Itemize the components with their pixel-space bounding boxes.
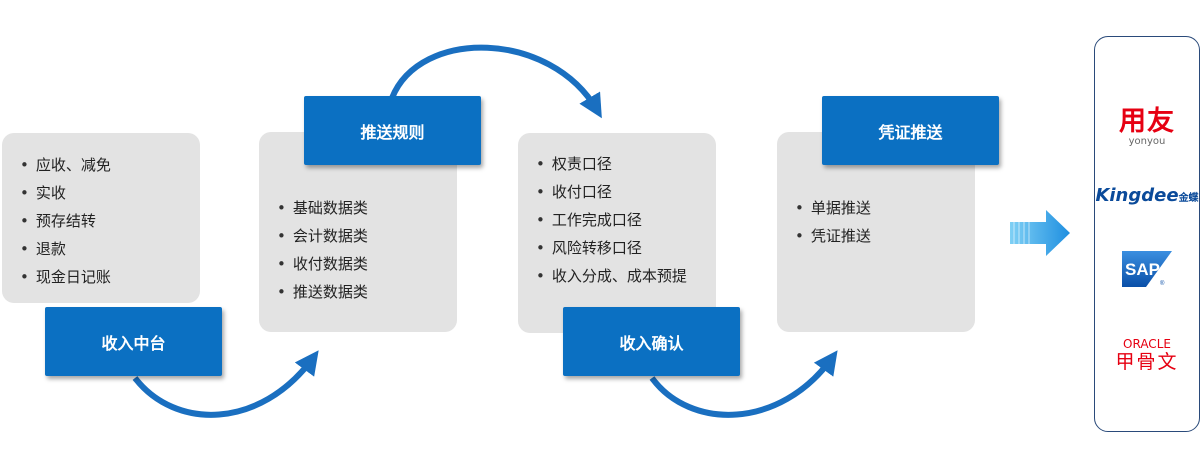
sap-logo: SAP ® — [1095, 251, 1199, 291]
list-item: 工作完成口径 — [536, 206, 716, 234]
list-item: 会计数据类 — [277, 222, 457, 250]
oracle-logo: ORACLE 甲骨文 — [1095, 337, 1199, 373]
stage-label-4: 凭证推送 — [822, 96, 999, 165]
stage-1-list: 应收、减免 实收 预存结转 退款 现金日记账 — [20, 151, 200, 291]
kingdee-logo-en: Kingdee — [1095, 185, 1179, 206]
stage-card-3: 权责口径 收付口径 工作完成口径 风险转移口径 收入分成、成本预提 — [518, 133, 716, 333]
list-item: 基础数据类 — [277, 194, 457, 222]
list-item: 收入分成、成本预提 — [536, 262, 716, 290]
list-item: 权责口径 — [536, 150, 716, 178]
stage-2-list: 基础数据类 会计数据类 收付数据类 推送数据类 — [277, 194, 457, 306]
stage-card-1: 应收、减免 实收 预存结转 退款 现金日记账 — [2, 133, 200, 303]
kingdee-logo-cn: 金蝶 — [1178, 193, 1199, 204]
flow-arrow-3 — [649, 350, 838, 418]
list-item: 实收 — [20, 179, 200, 207]
big-right-arrow — [1010, 210, 1070, 256]
kingdee-logo: Kingdee金蝶 — [1095, 185, 1199, 206]
list-item: 现金日记账 — [20, 263, 200, 291]
list-item: 退款 — [20, 235, 200, 263]
svg-text:®: ® — [1160, 280, 1165, 287]
sap-logo-text: SAP — [1125, 260, 1160, 279]
stage-3-list: 权责口径 收付口径 工作完成口径 风险转移口径 收入分成、成本预提 — [536, 150, 716, 290]
flow-arrow-1 — [132, 350, 319, 418]
vendor-panel: 用友 yonyou Kingdee金蝶 SAP ® ORACLE 甲骨文 — [1094, 36, 1200, 432]
big-arrow-stripes — [1013, 222, 1030, 244]
stage-4-list: 单据推送 凭证推送 — [795, 194, 975, 250]
list-item: 凭证推送 — [795, 222, 975, 250]
stage-label-3: 收入确认 — [563, 307, 740, 376]
list-item: 预存结转 — [20, 207, 200, 235]
list-item: 收付数据类 — [277, 250, 457, 278]
stage-label-1: 收入中台 — [45, 307, 222, 376]
yonyou-logo-en: yonyou — [1128, 136, 1166, 147]
stage-label-2: 推送规则 — [304, 96, 481, 165]
list-item: 应收、减免 — [20, 151, 200, 179]
yonyou-logo: 用友 yonyou — [1095, 107, 1199, 147]
list-item: 收付口径 — [536, 178, 716, 206]
list-item: 推送数据类 — [277, 278, 457, 306]
sap-logo-mark: SAP ® — [1122, 251, 1172, 287]
list-item: 单据推送 — [795, 194, 975, 222]
list-item: 风险转移口径 — [536, 234, 716, 262]
yonyou-logo-cn: 用友 — [1119, 106, 1175, 137]
stage-card-4: 单据推送 凭证推送 — [777, 132, 975, 332]
flow-arrow-2 — [389, 44, 602, 119]
stage-card-2: 基础数据类 会计数据类 收付数据类 推送数据类 — [259, 132, 457, 332]
oracle-logo-cn: 甲骨文 — [1115, 351, 1179, 373]
oracle-logo-en: ORACLE — [1123, 337, 1171, 351]
